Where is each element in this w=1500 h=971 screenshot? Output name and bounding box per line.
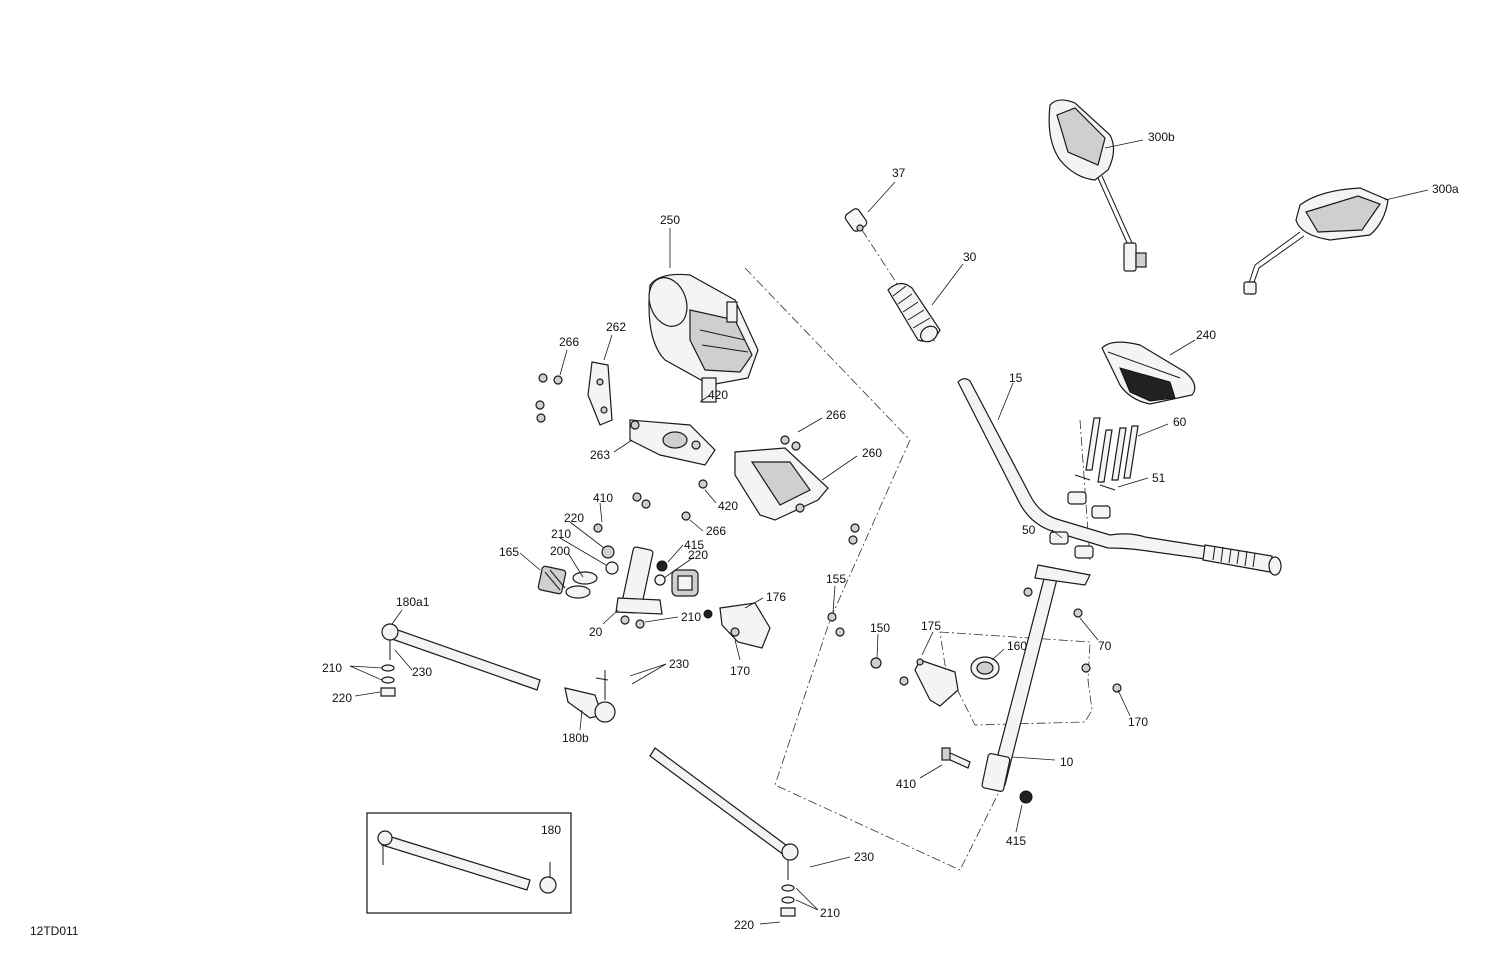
callout-200: 200 — [550, 544, 570, 558]
callout-175: 175 — [921, 619, 941, 633]
callout-240: 240 — [1196, 328, 1216, 342]
callout-410-a: 410 — [593, 491, 613, 505]
callout-10: 10 — [1060, 755, 1074, 769]
mount-bolts — [535, 373, 860, 545]
center-tie-rod-end — [564, 670, 616, 723]
callout-266-c: 266 — [706, 524, 726, 538]
right-mount-bracket — [734, 447, 829, 521]
right-bearing-block — [671, 569, 699, 597]
callout-220-b: 220 — [688, 548, 708, 562]
callout-60: 60 — [1173, 415, 1187, 429]
callout-300a: 300a — [1432, 182, 1459, 196]
steering-bearing — [537, 565, 567, 595]
handlebar-cover — [1101, 341, 1196, 405]
callout-170-b: 170 — [1128, 715, 1148, 729]
callout-210-a: 210 — [551, 527, 571, 541]
callout-266-b: 266 — [826, 408, 846, 422]
tie-rod-right — [649, 747, 799, 917]
tie-rod-left — [380, 623, 541, 697]
callout-50: 50 — [1022, 523, 1036, 537]
handlebar-grip — [887, 282, 941, 343]
drawing-code: 12TD011 — [30, 924, 79, 938]
tie-rod-bracket — [703, 602, 845, 649]
callout-230-b: 230 — [669, 657, 689, 671]
callout-263: 263 — [590, 448, 610, 462]
callout-15: 15 — [1009, 371, 1023, 385]
clamp-bolts — [1085, 417, 1139, 483]
steering-arm — [615, 546, 663, 629]
column-bolt — [941, 747, 971, 769]
callout-30: 30 — [963, 250, 977, 264]
column-spacers — [601, 545, 668, 586]
seal-rings — [565, 571, 598, 599]
callout-37: 37 — [892, 166, 906, 180]
callout-51: 51 — [1152, 471, 1166, 485]
callout-160: 160 — [1007, 639, 1027, 653]
callout-266-a: 266 — [559, 335, 579, 349]
callout-176: 176 — [766, 590, 786, 604]
callout-415-a: 415 — [684, 538, 704, 552]
callout-165: 165 — [499, 545, 519, 559]
callout-210-d: 210 — [820, 906, 840, 920]
callout-220-d: 220 — [734, 918, 754, 932]
handlebar — [957, 378, 1282, 576]
column-bracket — [899, 658, 959, 707]
callout-180b: 180b — [562, 731, 589, 745]
mirror-left — [1048, 99, 1147, 272]
callout-150: 150 — [870, 621, 890, 635]
assembly-outline-left — [744, 267, 1001, 871]
callout-220-a: 220 — [564, 511, 584, 525]
bar-end-plug — [844, 208, 868, 232]
handlebar-clamps — [1049, 474, 1116, 559]
steering-column — [981, 564, 1122, 792]
callout-210-b: 210 — [681, 610, 701, 624]
leader-lines — [349, 139, 1429, 925]
mirror-right — [1243, 187, 1389, 295]
callout-210-c: 210 — [322, 661, 342, 675]
mirror-axis-line — [1079, 419, 1091, 561]
callout-410-b: 410 — [896, 777, 916, 791]
callout-262: 262 — [606, 320, 626, 334]
callout-420-a: 420 — [708, 388, 728, 402]
column-nut — [1019, 790, 1033, 804]
lower-mount-bracket — [629, 419, 716, 466]
power-steering-unit — [648, 273, 759, 403]
grip-axis-line — [861, 229, 936, 343]
callout-220-c: 220 — [332, 691, 352, 705]
callout-70: 70 — [1098, 639, 1112, 653]
left-mount-bracket — [587, 361, 613, 426]
column-bushing — [970, 656, 1000, 680]
callout-labels: 37 30 300b 300a 250 262 266 420 266 263 … — [322, 130, 1459, 932]
callout-260: 260 — [862, 446, 882, 460]
callout-420-b: 420 — [718, 499, 738, 513]
bracket-bolt — [870, 657, 882, 669]
callout-415-b: 415 — [1006, 834, 1026, 848]
callout-155: 155 — [826, 572, 846, 586]
callout-170-a: 170 — [730, 664, 750, 678]
inset-label: 180 — [541, 823, 561, 837]
callout-20: 20 — [589, 625, 603, 639]
tie-rod-assembly-inset: 180 — [366, 812, 572, 914]
callout-300b: 300b — [1148, 130, 1175, 144]
callout-230-a: 230 — [412, 665, 432, 679]
callout-250: 250 — [660, 213, 680, 227]
callout-180a1: 180a1 — [396, 595, 430, 609]
callout-230-c: 230 — [854, 850, 874, 864]
